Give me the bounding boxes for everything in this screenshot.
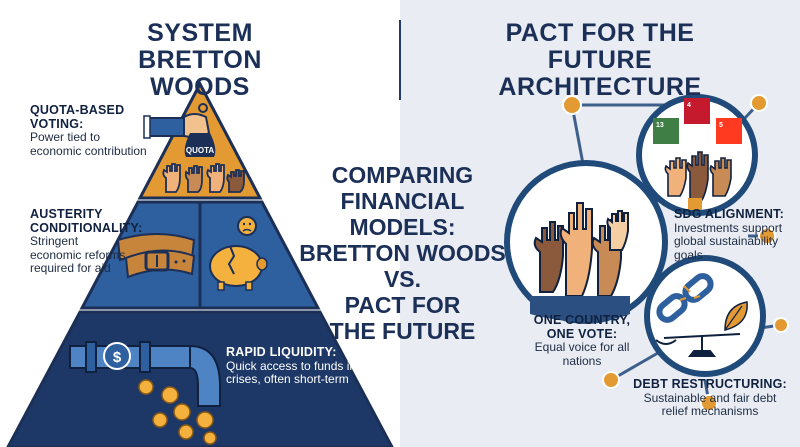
- center-title-line4: VS.: [383, 266, 422, 292]
- hand-on-bag-icon: [143, 103, 216, 157]
- sdg-tiles-icon: [653, 98, 742, 144]
- quota-text-line1: Power tied to: [30, 130, 101, 144]
- center-title-line5: PACT FOR: [344, 292, 461, 318]
- debt-text-line1: Sustainable and fair debt: [643, 390, 777, 405]
- one-country-text-line2: nations: [562, 353, 602, 368]
- hands-circle: [504, 160, 668, 324]
- liquidity-text-line2: crises, often short-term: [226, 372, 349, 386]
- debt-heading: DEBT RESTRUCTURING:: [633, 377, 787, 391]
- network-nodes: [562, 94, 789, 412]
- left-title-line2: BRETTON WOODS: [138, 46, 262, 101]
- one-country-heading-line2: ONE VOTE:: [546, 326, 618, 341]
- raised-hands-icon: [162, 163, 245, 193]
- liquidity-text-line1: Quick access to funds in: [226, 358, 357, 373]
- quota-text-line2: economic contribution: [30, 143, 147, 158]
- austerity-heading-line2: CONDITIONALITY:: [30, 220, 143, 235]
- debt-circle: [644, 255, 766, 377]
- right-title: PACT FOR THE FUTURE ARCHITECTURE: [450, 20, 750, 101]
- panel-divider: [399, 20, 401, 100]
- sdg-text-line1: Investments support: [674, 220, 783, 235]
- sdg-heading: SDG ALIGNMENT:: [674, 207, 784, 221]
- sdg-text-line2: global sustainability: [674, 234, 779, 248]
- one-country-label: ONE COUNTRY, ONE VOTE: Equal voice for a…: [522, 313, 642, 368]
- center-title-line1: COMPARING: [331, 162, 474, 188]
- sdg-tile-5: 5: [719, 122, 723, 129]
- sdg-tile-13: 13: [656, 122, 664, 129]
- debt-restructuring-label: DEBT RESTRUCTURING: Sustainable and fair…: [630, 377, 790, 419]
- austerity-text-line2: economic reforms: [30, 247, 126, 262]
- svg-text:$: $: [113, 349, 122, 366]
- sdg-tile-4: 4: [687, 102, 691, 109]
- quota-bag-label: QUOTA: [186, 146, 215, 155]
- center-title-line3: BRETTON WOODS: [299, 240, 506, 266]
- liquidity-heading: RAPID LIQUIDITY:: [226, 345, 337, 359]
- quota-voting-label: QUOTA-BASED VOTING: Power tied to econom…: [30, 103, 150, 158]
- leaf-icon: [724, 301, 748, 331]
- austerity-text-line1: Stringent: [30, 234, 79, 248]
- center-title-line6: THE FUTURE: [329, 318, 476, 344]
- balance-scale-icon: [655, 333, 741, 357]
- quota-heading-line1: QUOTA-BASED: [30, 103, 125, 117]
- one-country-text-line1: Equal voice for all: [534, 340, 630, 354]
- left-title: SYSTEM BRETTON WOODS: [100, 20, 300, 101]
- austerity-label: AUSTERITY CONDITIONALITY: Stringent econ…: [30, 207, 143, 276]
- tight-belt-icon: [116, 233, 196, 279]
- one-country-heading-line1: ONE COUNTRY,: [533, 313, 631, 327]
- right-title-line2: ARCHITECTURE: [498, 73, 702, 101]
- liquidity-label: RAPID LIQUIDITY: Quick access to funds i…: [226, 345, 376, 387]
- quota-heading-line2: VOTING:: [30, 116, 84, 131]
- sdg-circle: 13 4 5: [636, 94, 758, 216]
- broken-piggy-bank-icon: [209, 216, 268, 291]
- left-title-line1: SYSTEM: [147, 19, 253, 47]
- pipe-coins-icon: $: [69, 341, 221, 445]
- right-title-line1: PACT FOR THE FUTURE: [505, 19, 695, 74]
- sdg-alignment-label: SDG ALIGNMENT: Investments support globa…: [674, 207, 784, 262]
- debt-text-line2: relief mechanisms: [661, 404, 759, 418]
- sdg-text-line3: goals: [674, 247, 703, 262]
- center-title: COMPARING FINANCIAL MODELS: BRETTON WOOD…: [290, 162, 515, 344]
- center-title-line2: FINANCIAL MODELS:: [340, 188, 465, 240]
- austerity-text-line3: required for aid: [30, 261, 111, 275]
- austerity-heading-line1: AUSTERITY: [30, 207, 103, 221]
